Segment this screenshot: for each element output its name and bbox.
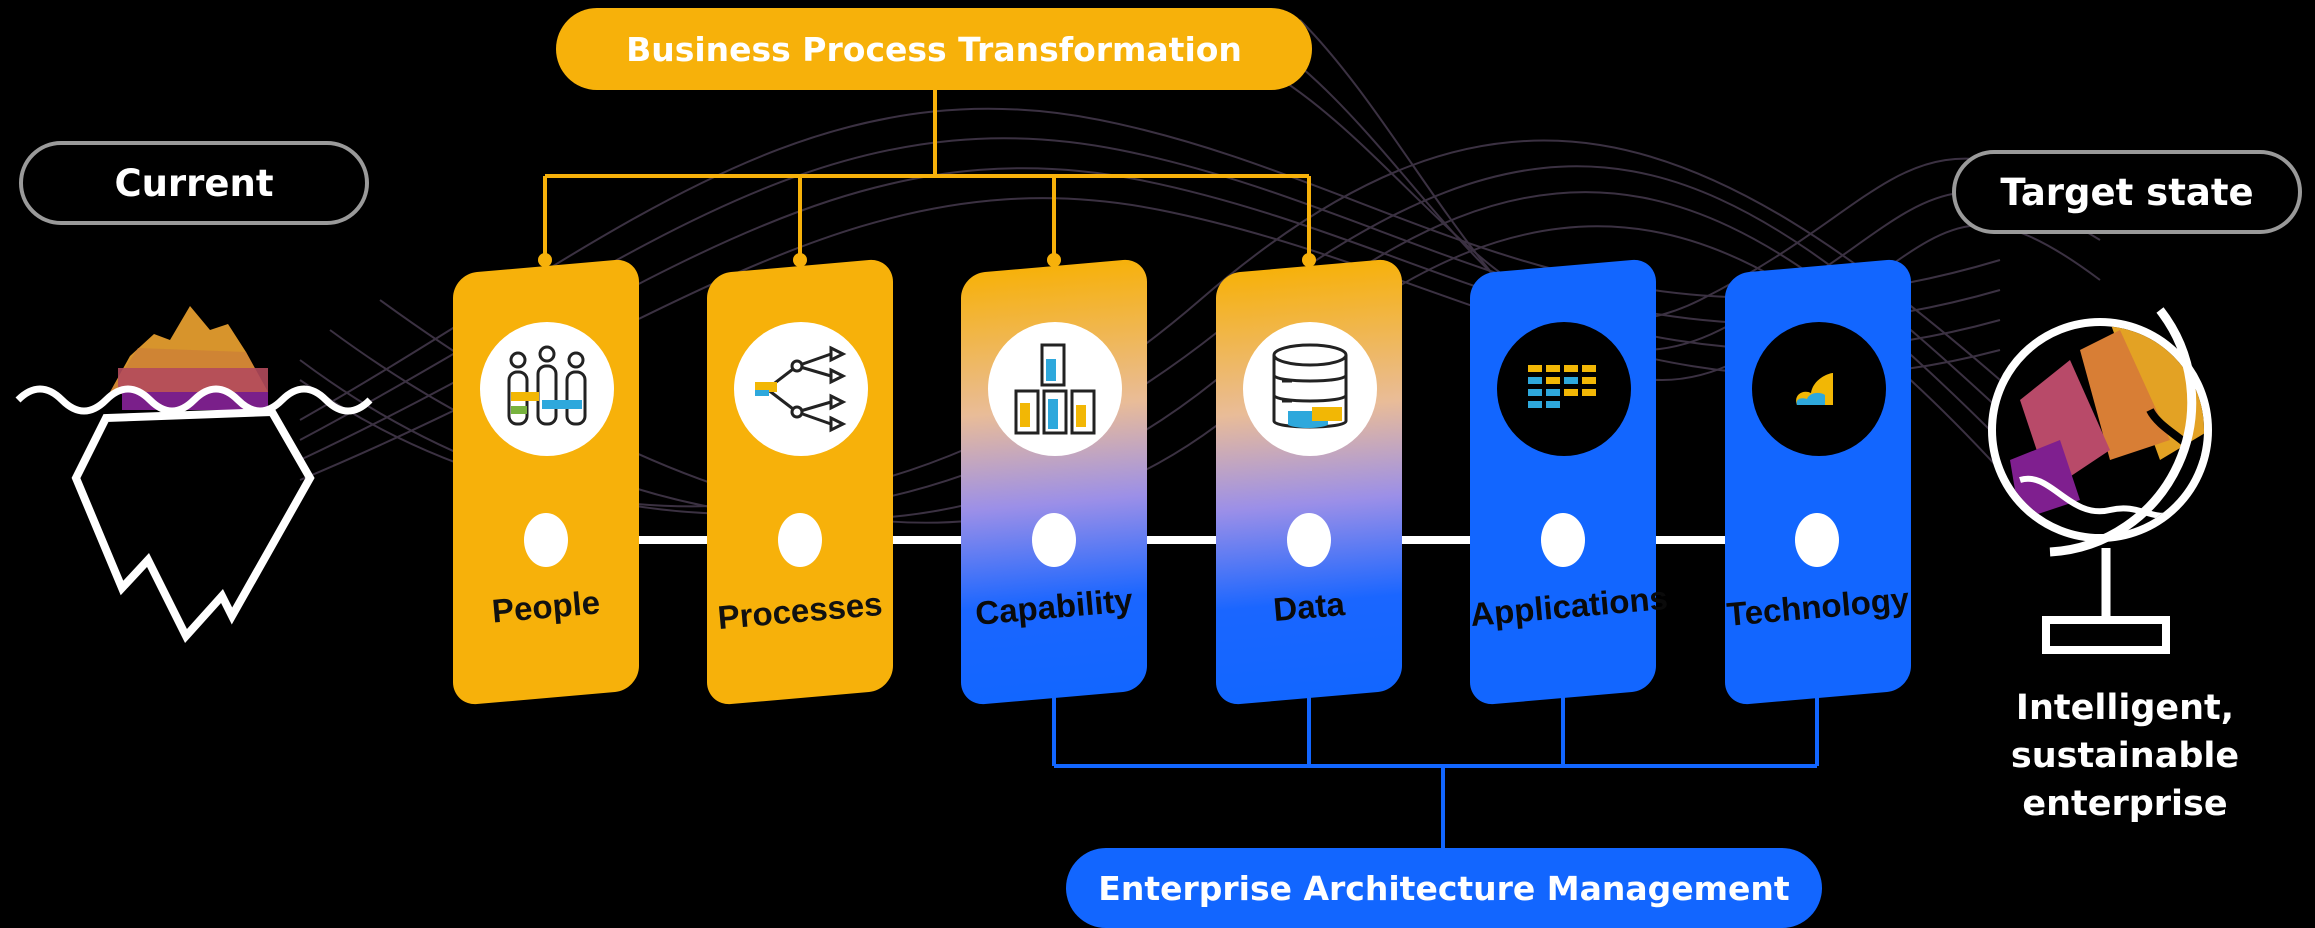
iceberg-icon: [15, 306, 373, 644]
cloud-icon: [1752, 322, 1886, 456]
technology-node: [1795, 513, 1839, 567]
enterprise-architecture-management-banner: Enterprise Architecture Management: [1066, 848, 1822, 928]
data-node: [1287, 513, 1331, 567]
database-icon: [1243, 322, 1377, 456]
current-label: Current: [19, 141, 369, 225]
capability-node: [1032, 513, 1076, 567]
target-caption: Intelligent, sustainable enterprise: [2010, 688, 2240, 824]
people-icon: [480, 322, 614, 456]
business-process-transformation-banner: Business Process Transformation: [556, 8, 1312, 90]
applications-node: [1541, 513, 1585, 567]
applications-grid-icon: [1497, 322, 1631, 456]
process-tree-icon: [734, 322, 868, 456]
people-node: [524, 513, 568, 567]
globe-icon: [1988, 307, 2212, 654]
processes-node: [778, 513, 822, 567]
target-state-label: Target state: [1952, 150, 2302, 234]
capability-blocks-icon: [988, 322, 1122, 456]
